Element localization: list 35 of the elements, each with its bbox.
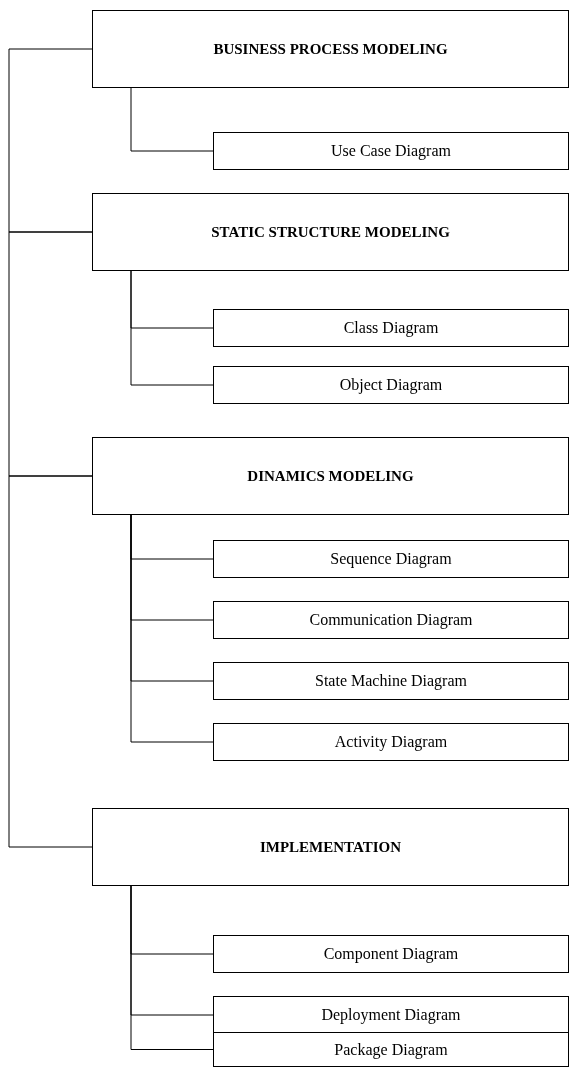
diagram-type-label: Sequence Diagram [330, 549, 452, 570]
category-box [92, 193, 569, 271]
diagram-type-box [213, 309, 569, 347]
diagram-type-label: Communication Diagram [309, 610, 473, 631]
connector-line [8, 231, 93, 477]
diagram-type-label: Object Diagram [339, 375, 443, 396]
connector-line [130, 514, 214, 743]
category-box [92, 808, 569, 886]
category-title: IMPLEMENTATION [259, 837, 402, 857]
diagram-type-box [213, 540, 569, 578]
connector-line [130, 270, 214, 386]
diagram-type-box [213, 366, 569, 404]
category-title: DINAMICS MODELING [247, 466, 414, 486]
connector-line [130, 885, 214, 1050]
connector-line [130, 87, 214, 152]
diagram-type-label: Class Diagram [343, 318, 439, 339]
diagram-type-label: Package Diagram [334, 1039, 448, 1061]
diagram-type-label: State Machine Diagram [315, 671, 467, 692]
diagram-type-label: Deployment Diagram [321, 1005, 461, 1026]
category-title: STATIC STRUCTURE MODELING [211, 222, 450, 242]
diagram-type-box [213, 1032, 569, 1067]
connector-line [8, 48, 93, 233]
category-title: BUSINESS PROCESS MODELING [213, 39, 448, 59]
diagram-type-box [213, 132, 569, 170]
diagram-type-box [213, 935, 569, 973]
category-box [92, 10, 569, 88]
category-box [92, 437, 569, 515]
diagram-type-box [213, 996, 569, 1034]
diagram-type-label: Use Case Diagram [331, 141, 451, 162]
diagram-type-label: Activity Diagram [334, 732, 448, 753]
connector-line [8, 475, 93, 848]
diagram-type-box [213, 601, 569, 639]
diagram-type-box [213, 723, 569, 761]
diagram-type-box [213, 662, 569, 700]
diagram-type-label: Component Diagram [323, 944, 459, 965]
